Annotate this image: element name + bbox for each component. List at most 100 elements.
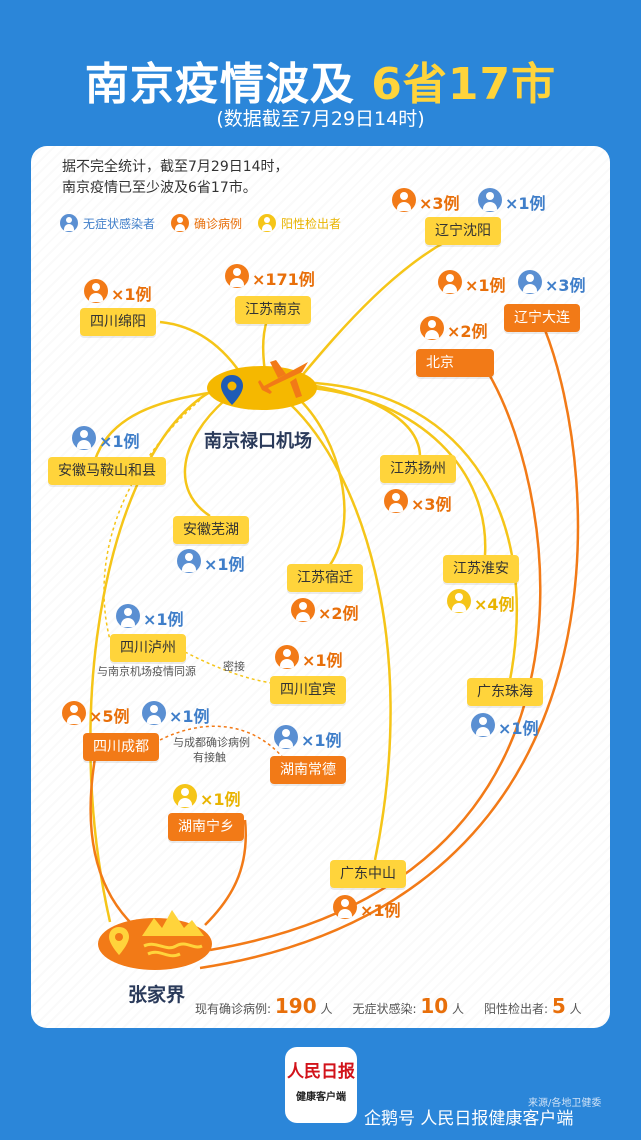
stat-confirmed-unit: 人	[320, 1002, 333, 1016]
person-orange-icon	[438, 270, 462, 294]
person-blue-icon	[72, 426, 96, 450]
city-label: 广东中山	[330, 860, 406, 888]
city-label: 广东珠海	[467, 678, 543, 706]
legend-confirmed: 确诊病例	[171, 214, 242, 232]
line-wuhu	[183, 399, 226, 518]
count-confirmed: ×1例	[360, 901, 401, 920]
diagram-panel	[31, 146, 610, 1028]
stat-confirmed-label: 现有确诊病例:	[195, 1002, 272, 1016]
legend-positive-label: 阳性检出者	[281, 216, 342, 231]
count-confirmed: ×2例	[447, 322, 488, 341]
note-chengdu-contact-line-2: 有接触	[193, 751, 226, 764]
count-confirmed: ×171例	[252, 270, 315, 289]
person-yellow-icon	[258, 214, 277, 232]
page-title: 南京疫情波及 6省17市	[0, 48, 641, 112]
person-orange-icon	[62, 701, 86, 725]
line-dalian	[199, 329, 580, 970]
dashed-luzhou-airport	[103, 399, 201, 641]
legend-asymptomatic: 无症状感染者	[60, 214, 155, 232]
airport-name: 南京禄口机场	[204, 431, 312, 452]
city-label: 四川宜宾	[270, 676, 346, 704]
stat-confirmed: 现有确诊病例: 190 人	[195, 994, 332, 1018]
count-asymptomatic: ×1例	[143, 610, 184, 629]
person-orange-icon	[291, 598, 315, 622]
zhangjiajie-name: 张家界	[128, 984, 186, 1006]
person-orange-icon	[171, 214, 190, 232]
stat-positive-label: 阳性检出者:	[484, 1002, 549, 1016]
count-confirmed: ×3例	[419, 194, 460, 213]
legend-positive: 阳性检出者	[258, 214, 341, 232]
mountain-icon	[142, 910, 204, 958]
person-blue-icon	[177, 549, 201, 573]
city-label: 辽宁沈阳	[425, 217, 501, 245]
watermark: 企鹅号 人民日报健康客户端	[364, 1109, 574, 1129]
line-chengdu	[89, 757, 131, 923]
person-blue-icon	[518, 270, 542, 294]
stat-asymptomatic-unit: 人	[452, 1002, 465, 1016]
person-blue-icon	[142, 701, 166, 725]
summary-stats: 现有确诊病例: 190 人 无症状感染: 10 人 阳性检出者: 5 人	[195, 994, 582, 1018]
person-blue-icon	[60, 214, 78, 232]
city-label: 江苏宿迁	[287, 564, 363, 592]
count-confirmed: ×1例	[111, 285, 152, 304]
line-zhongshan	[289, 403, 392, 861]
logo-bottom-text: 健康客户端	[296, 1092, 346, 1103]
city-label: 四川成都	[83, 733, 159, 761]
count-asymptomatic: ×1例	[99, 432, 140, 451]
note-luzhou-source: 与南京机场疫情同源	[97, 665, 196, 678]
dashed-luzhou-yibin	[184, 651, 273, 684]
city-label: 江苏扬州	[380, 455, 456, 483]
count-asymptomatic: ×3例	[545, 276, 586, 295]
person-yellow-icon	[173, 784, 197, 808]
count-confirmed: ×2例	[318, 604, 359, 623]
person-blue-icon	[471, 713, 495, 737]
person-orange-icon	[384, 489, 408, 513]
city-label: 江苏淮安	[443, 555, 519, 583]
city-label: 四川泸州	[110, 634, 186, 662]
line-huaian	[311, 386, 487, 556]
person-blue-icon	[116, 604, 140, 628]
person-orange-icon	[225, 264, 249, 288]
city-label: 安徽芜湖	[173, 516, 249, 544]
person-orange-icon	[333, 895, 357, 919]
city-label: 湖南常德	[270, 756, 346, 784]
count-asymptomatic: ×1例	[301, 731, 342, 750]
airplane-icon	[258, 360, 308, 398]
person-orange-icon	[275, 645, 299, 669]
line-suqian	[299, 399, 346, 566]
peoples-daily-logo: 人民日报 健康客户端	[285, 1047, 357, 1123]
title-main: 南京疫情波及	[84, 59, 355, 110]
city-label: 辽宁大连	[504, 304, 580, 332]
city-label: 江苏南京	[235, 296, 311, 324]
legend: 无症状感染者 确诊病例 阳性检出者	[60, 214, 341, 232]
legend-asymptomatic-label: 无症状感染者	[83, 216, 156, 231]
count-confirmed: ×3例	[411, 495, 452, 514]
stat-confirmed-value: 190	[274, 994, 317, 1018]
city-label: 四川绵阳	[80, 308, 156, 336]
count-asymptomatic: ×1例	[505, 194, 546, 213]
stat-positive: 阳性检出者: 5 人	[484, 994, 582, 1018]
title-highlight: 6省17市	[371, 59, 557, 110]
note-close-contact: 密接	[223, 660, 245, 673]
stat-positive-unit: 人	[569, 1002, 582, 1016]
count-confirmed: ×1例	[302, 651, 343, 670]
location-pin-icon	[109, 927, 129, 955]
person-orange-icon	[420, 316, 444, 340]
note-chengdu-contact-line-1: 与成都确诊病例	[173, 736, 250, 749]
city-label: 安徽马鞍山和县	[48, 457, 166, 485]
count-asymptomatic: ×1例	[498, 719, 539, 738]
person-orange-icon	[392, 188, 416, 212]
count-confirmed: ×1例	[465, 276, 506, 295]
person-blue-icon	[478, 188, 502, 212]
person-orange-icon	[84, 279, 108, 303]
stat-asymptomatic-label: 无症状感染:	[352, 1002, 417, 1016]
intro-line-1: 据不完全统计，截至7月29日14时，	[62, 159, 289, 175]
stat-asymptomatic-value: 10	[420, 994, 449, 1018]
count-asymptomatic: ×1例	[204, 555, 245, 574]
line-yangzhou	[309, 383, 422, 458]
person-blue-icon	[274, 725, 298, 749]
legend-confirmed-label: 确诊病例	[194, 216, 243, 231]
stat-asymptomatic: 无症状感染: 10 人	[352, 994, 464, 1018]
count-confirmed: ×5例	[89, 707, 130, 726]
